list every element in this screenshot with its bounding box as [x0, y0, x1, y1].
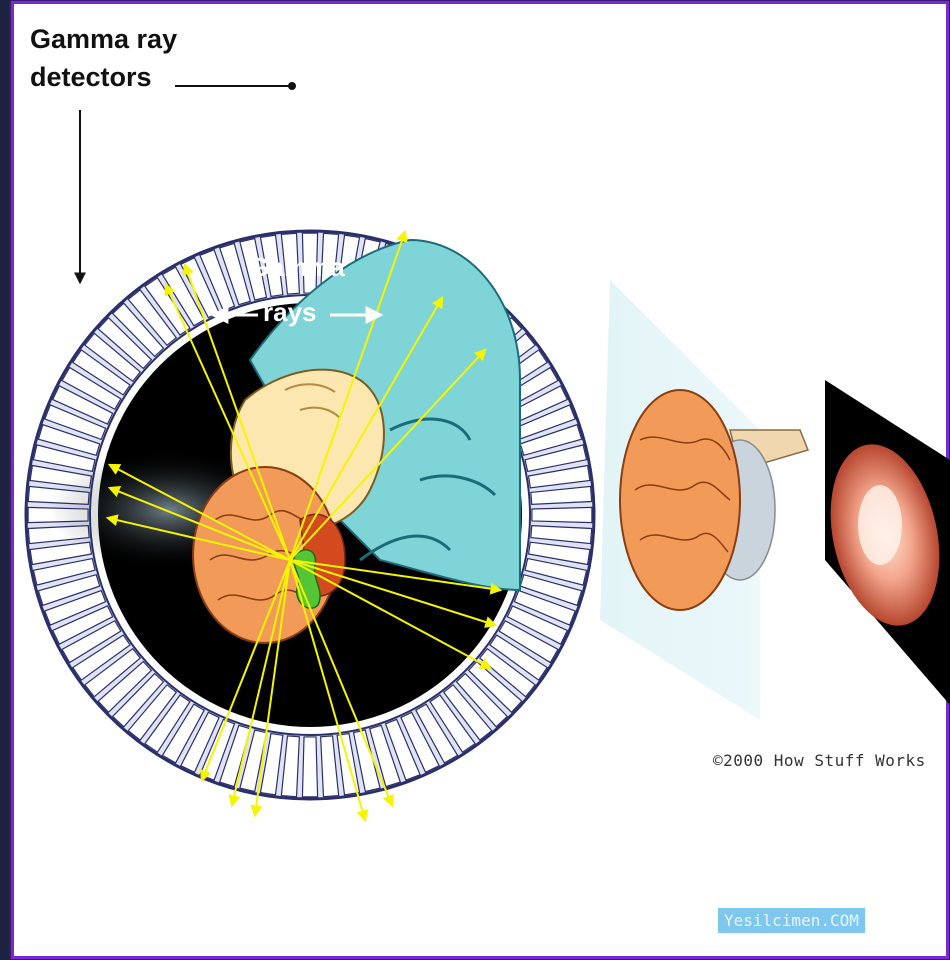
- brain-projection: [600, 280, 808, 720]
- watermark-text: Yesilcimen.COM: [718, 908, 865, 933]
- gamma-rays-label-line2: rays: [263, 295, 317, 329]
- gamma-rays-label: Gamma: [242, 250, 352, 284]
- scan-image-panel: [815, 380, 950, 705]
- detector-segment: [302, 737, 317, 797]
- detector-segment: [532, 507, 592, 522]
- copyright-text: ©2000 How Stuff Works: [713, 751, 926, 770]
- detectors-label: Gamma ray detectors: [30, 20, 177, 96]
- detectors-label-line2: detectors: [30, 58, 177, 96]
- detectors-label-line1: Gamma ray: [30, 20, 177, 58]
